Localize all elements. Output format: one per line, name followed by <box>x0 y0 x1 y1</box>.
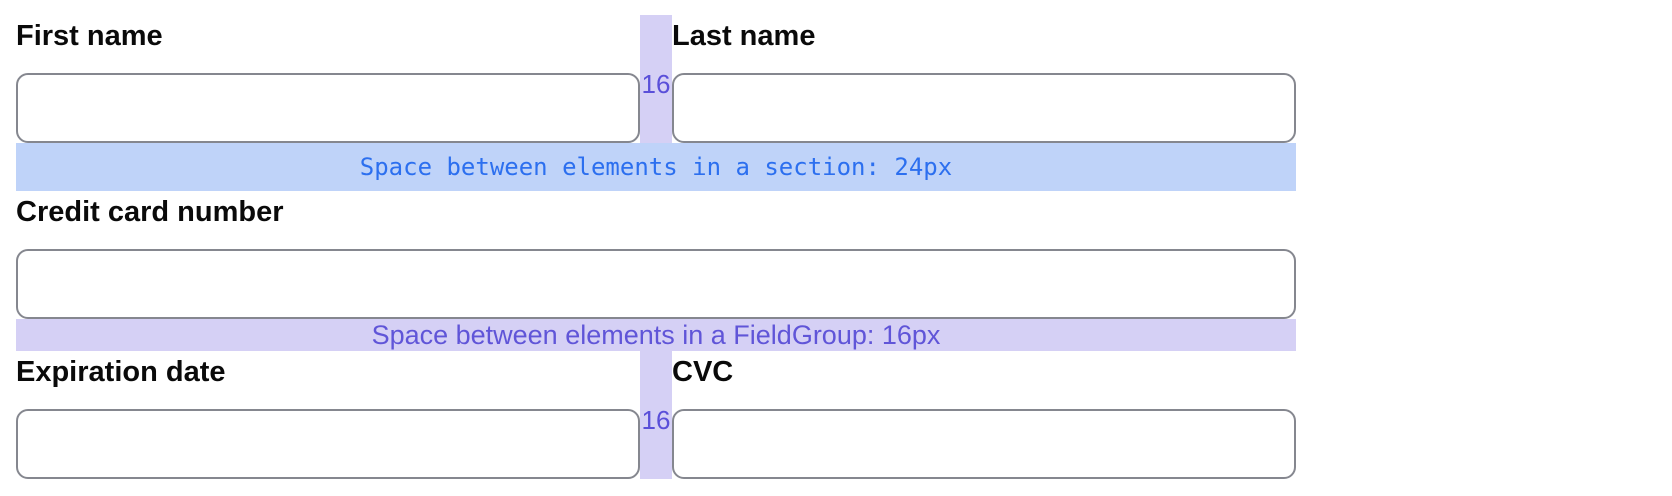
cvc-label: CVC <box>672 356 734 388</box>
expiration-date-label: Expiration date <box>16 356 226 388</box>
column-gap-value-row1: 16 <box>641 69 671 99</box>
name-field-row: First name Last name <box>16 0 1296 143</box>
fieldgroup-spacing-band: Space between elements in a FieldGroup: … <box>16 319 1296 351</box>
first-name-label: First name <box>16 20 163 52</box>
credit-card-input[interactable] <box>16 249 1296 319</box>
first-name-input[interactable] <box>16 73 640 143</box>
credit-card-field: Credit card number <box>16 191 1296 319</box>
last-name-label: Last name <box>672 20 816 52</box>
column-gap-band-row3: 16 <box>640 351 672 479</box>
section-spacing-band: Space between elements in a section: 24p… <box>16 143 1296 191</box>
cvc-input[interactable] <box>672 409 1296 479</box>
section-spacing-annotation: Space between elements in a section: 24p… <box>359 153 953 181</box>
column-gap-band-row1: 16 <box>640 15 672 143</box>
fieldgroup-spacing-annotation: Space between elements in a FieldGroup: … <box>371 319 941 350</box>
column-gap-value-row3: 16 <box>641 405 671 435</box>
form-content: 16 First name Last name Space between el… <box>16 0 1296 496</box>
last-name-input[interactable] <box>672 73 1296 143</box>
last-name-field: Last name <box>672 15 1296 143</box>
expiration-date-input[interactable] <box>16 409 640 479</box>
expiration-date-field: Expiration date <box>16 351 640 479</box>
cvc-field: CVC <box>672 351 1296 479</box>
card-details-row: Expiration date CVC <box>16 351 1296 479</box>
first-name-field: First name <box>16 15 640 143</box>
credit-card-label: Credit card number <box>16 196 284 228</box>
